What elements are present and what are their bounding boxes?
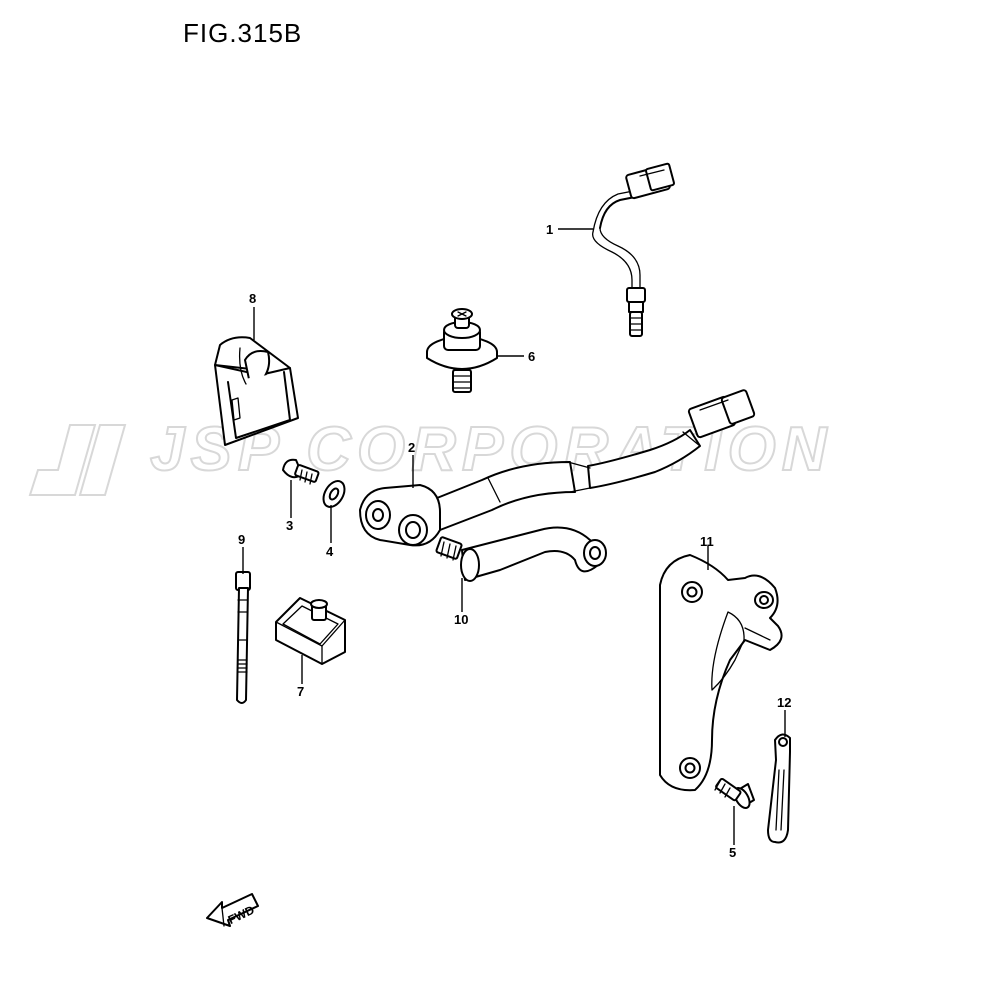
part-6-pressure-switch[interactable]	[426, 308, 498, 393]
part-4-washer[interactable]	[319, 477, 349, 510]
callout-6: 6	[528, 349, 535, 364]
callout-8: 8	[249, 291, 256, 306]
callout-12: 12	[777, 695, 791, 710]
part-3-bolt[interactable]	[282, 458, 320, 485]
callout-3: 3	[286, 518, 293, 533]
part-12-strap[interactable]	[767, 733, 791, 844]
callout-4: 4	[326, 544, 334, 559]
fwd-direction-arrow: FWD	[206, 893, 259, 927]
callout-7: 7	[297, 684, 304, 699]
part-11-bracket[interactable]	[659, 554, 783, 792]
part-7-clip[interactable]	[275, 597, 346, 665]
callout-10: 10	[454, 612, 468, 627]
callout-5: 5	[729, 845, 736, 860]
part-10-lead-wire[interactable]	[435, 526, 607, 582]
part-1-sensor-lead[interactable]	[591, 162, 675, 337]
figure-title: FIG.315B	[183, 18, 303, 48]
leader-lines	[242, 228, 786, 845]
callout-2: 2	[408, 440, 415, 455]
callout-labels: 1 6 8 3 4 2 10 9 7 11 12 5	[238, 222, 791, 860]
part-5-bolt[interactable]	[714, 777, 755, 810]
callout-11: 11	[700, 534, 714, 549]
part-2-sensor-harness[interactable]	[359, 389, 756, 547]
part-8-holder[interactable]	[214, 336, 299, 446]
callout-9: 9	[238, 532, 245, 547]
callout-1: 1	[546, 222, 553, 237]
part-9-cable-tie[interactable]	[235, 571, 251, 704]
